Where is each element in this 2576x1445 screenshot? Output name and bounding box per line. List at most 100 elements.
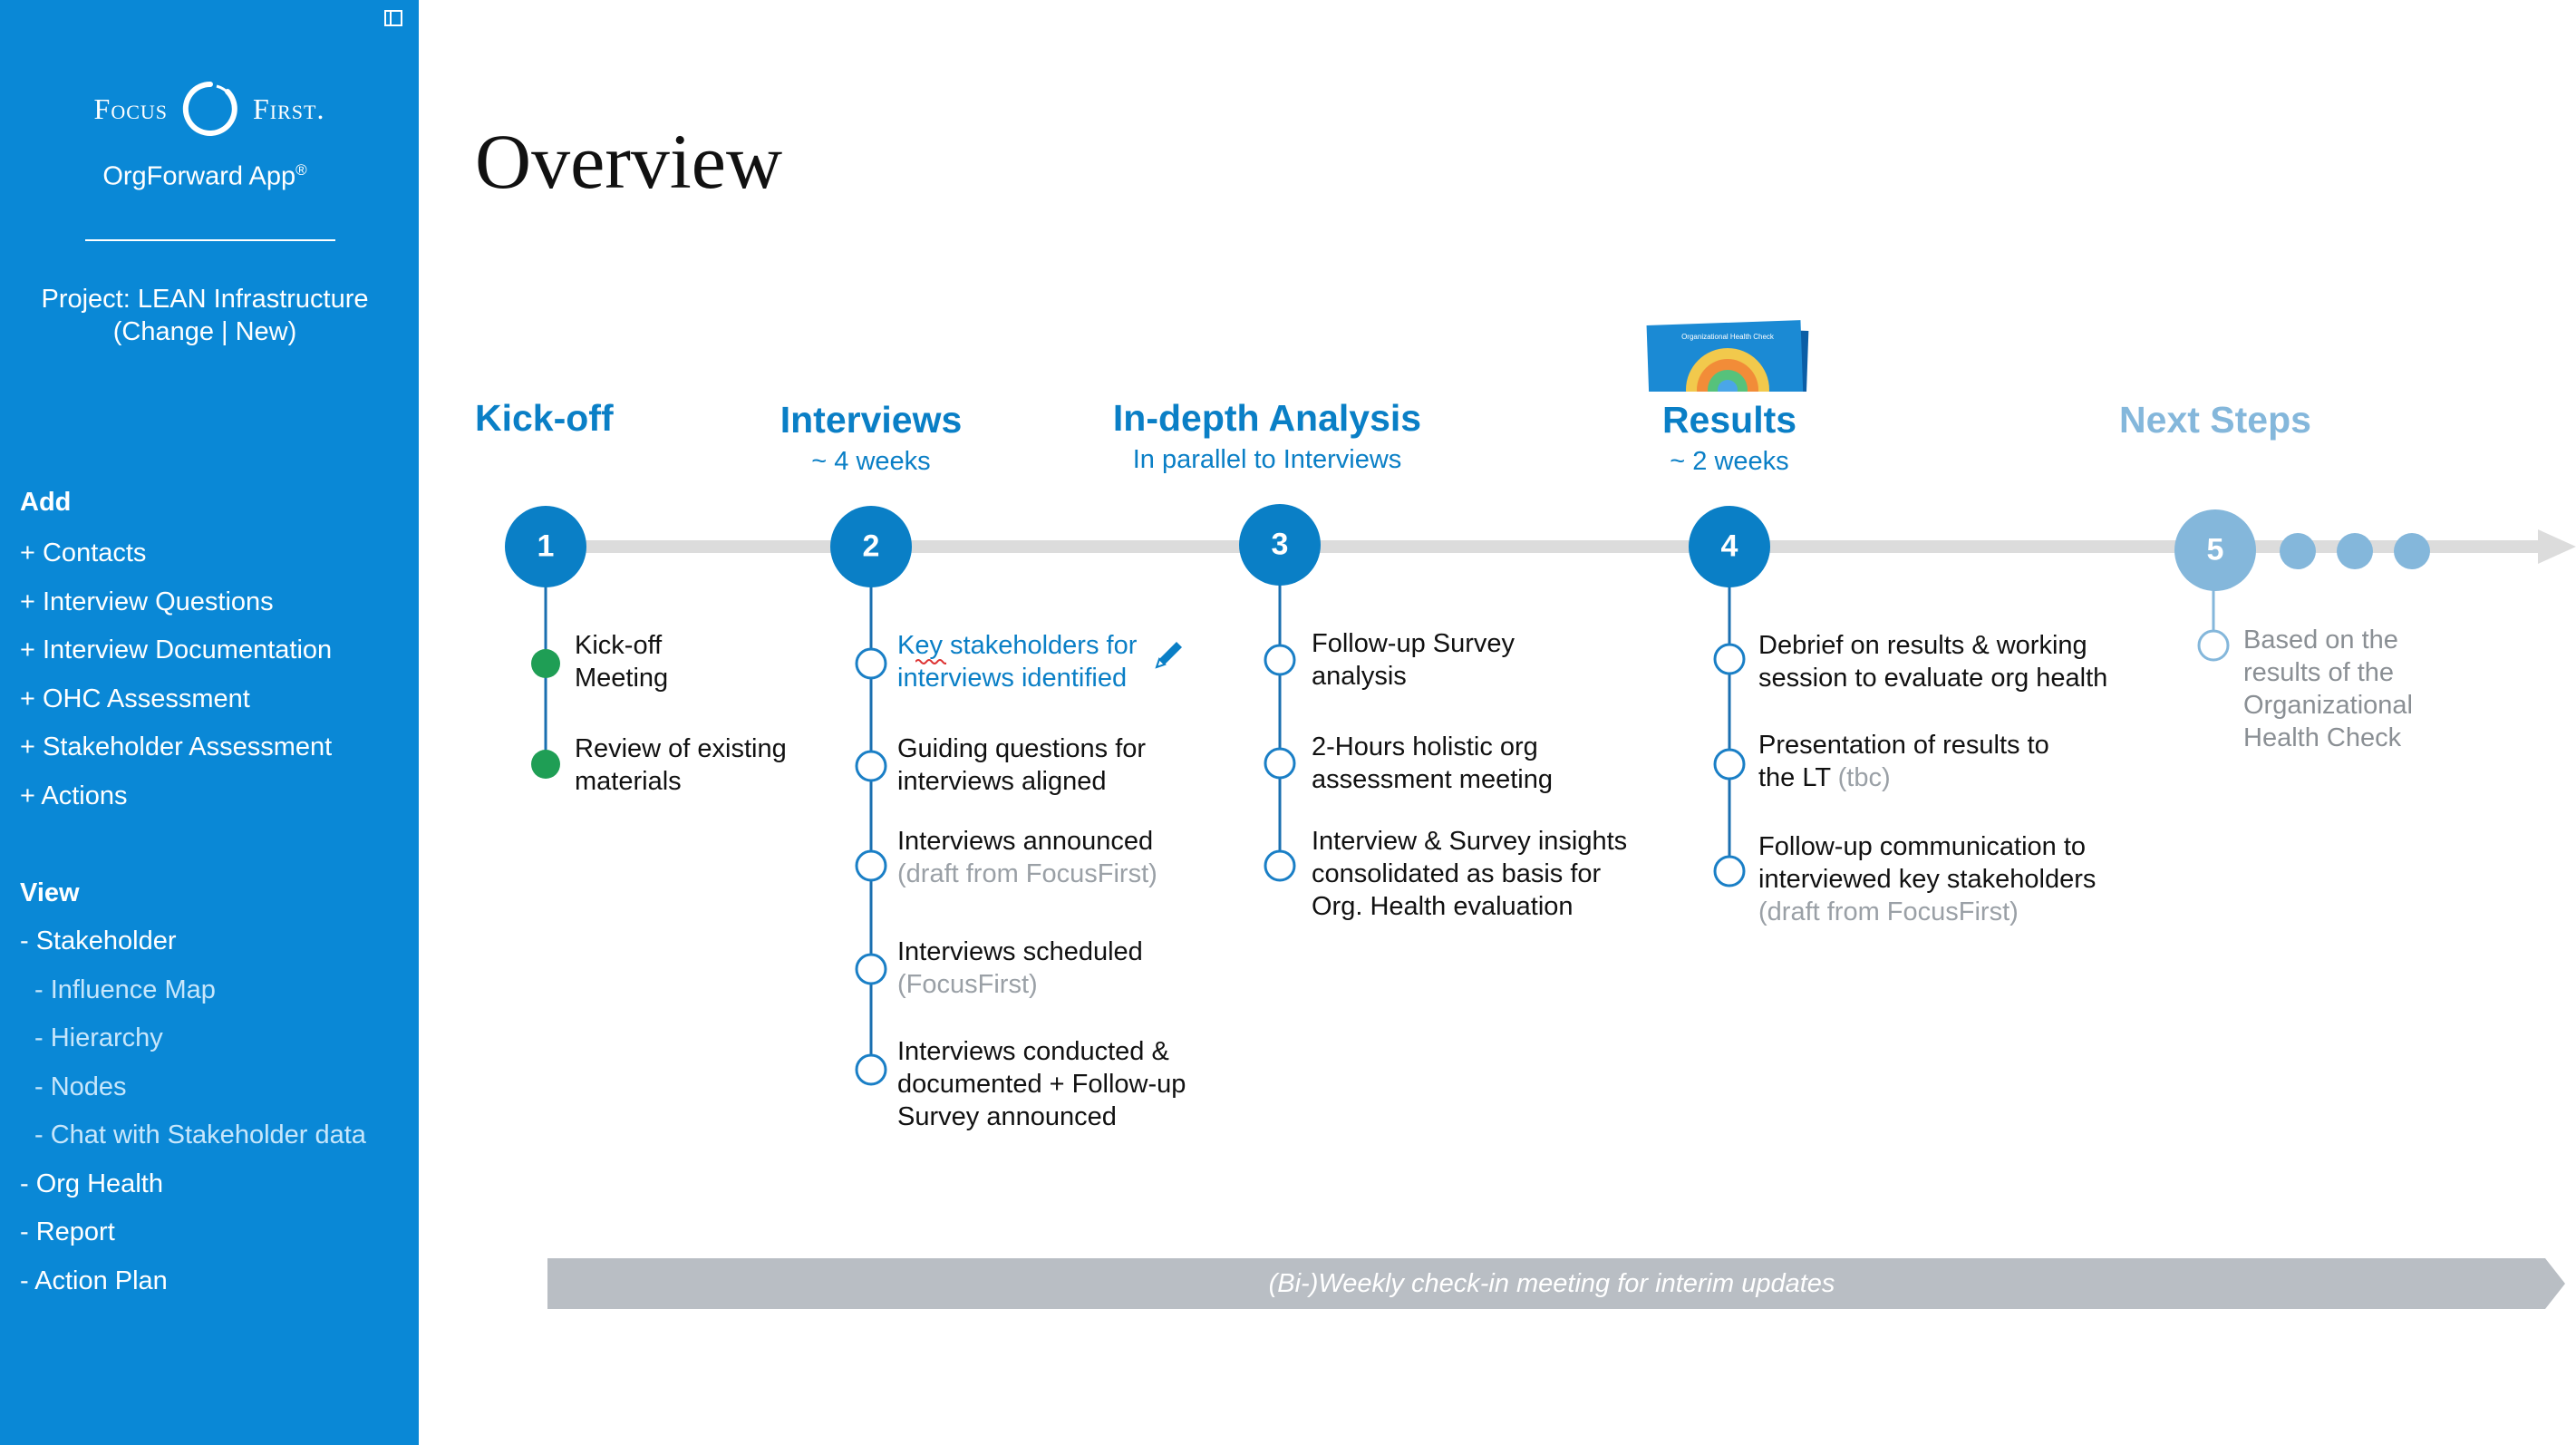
task-line: Interviews conducted & [897,1037,1169,1066]
task-open-circle[interactable] [1264,644,1296,676]
task-open-circle[interactable] [2197,629,2230,662]
task-line: analysis [1312,662,1407,691]
logo-ring-icon [182,81,237,136]
view-stakeholder-link[interactable]: - Stakeholder [20,926,177,955]
add-actions-link[interactable]: + Actions [20,781,128,810]
collapse-sidebar-icon[interactable] [383,7,404,29]
view-heading: View [20,878,80,907]
task-debrief-results: Debrief on results & working session to … [1758,629,2107,694]
view-chat-stakeholder-link[interactable]: - Chat with Stakeholder data [34,1120,366,1149]
task-done-dot[interactable] [531,750,560,779]
task-open-circle[interactable] [855,953,887,985]
task-line: Debrief on results & working [1758,631,2087,660]
app-name: OrgForward App® [0,161,410,192]
step-5-circle [2174,509,2256,591]
report-thumbnail-caption: Organizational Health Check [1681,333,1775,341]
task-interviews-announced: Interviews announced (draft from FocusFi… [897,825,1157,890]
task-note: (draft from FocusFirst) [1758,897,2019,926]
continuation-dot [2337,533,2373,569]
task-interviews-conducted: Interviews conducted & documented + Foll… [897,1035,1186,1133]
task-open-circle[interactable] [1713,855,1746,887]
task-line: Interview & Survey insights [1312,827,1628,856]
add-interview-documentation-link[interactable]: + Interview Documentation [20,635,333,664]
add-menu: + Contacts + Interview Questions + Inter… [20,529,332,820]
phase-subtitle-results: ~ 2 weeks [1670,447,1789,476]
view-menu: - Stakeholder - Influence Map - Hierarch… [20,917,366,1305]
task-line: documented + Follow-up [897,1070,1186,1099]
phase-title-next-steps: Next Steps [2119,399,2311,441]
task-line: Meeting [575,664,669,693]
step-2-circle [830,506,912,587]
logo-text-right: First. [253,92,325,125]
task-open-circle[interactable] [855,1053,887,1086]
task-note: (draft from FocusFirst) [897,859,1157,888]
phase-title-interviews: Interviews [780,399,963,441]
view-report-link[interactable]: - Report [20,1217,115,1246]
project-line-1: Project: LEAN Infrastructure [41,285,369,314]
view-hierarchy-link[interactable]: - Hierarchy [34,1023,163,1052]
add-interview-questions-link[interactable]: + Interview Questions [20,587,274,616]
phase-title-kickoff: Kick-off [475,397,614,439]
add-contacts-link[interactable]: + Contacts [20,538,147,567]
task-line: interviews identified [897,664,1128,693]
task-open-circle[interactable] [1264,747,1296,780]
task-assessment-meeting: 2-Hours holistic org assessment meeting [1312,731,1553,796]
task-line: Kick-off [575,631,663,660]
task-line: Presentation of results to [1758,731,2049,760]
view-nodes-link[interactable]: - Nodes [34,1072,127,1101]
task-line: Organizational [2243,691,2413,720]
task-line: Interviews announced [897,827,1154,856]
checkin-banner-arrow [547,1258,2565,1309]
view-influence-map-link[interactable]: - Influence Map [34,975,216,1004]
task-key-stakeholders[interactable]: Key stakeholders for interviews identifi… [897,629,1137,694]
add-stakeholder-assessment-link[interactable]: + Stakeholder Assessment [20,732,333,761]
task-line: interviewed key stakeholders [1758,865,2097,894]
task-followup-communication: Follow-up communication to interviewed k… [1758,830,2096,928]
task-line: materials [575,767,682,796]
view-org-health-link[interactable]: - Org Health [20,1169,163,1198]
continuation-dot [2394,533,2430,569]
sidebar-divider [85,239,335,241]
task-line: Based on the [2243,626,2398,655]
task-open-circle[interactable] [855,647,887,680]
step-3-number: 3 [1271,527,1289,562]
project-name: Project: LEAN Infrastructure (Change | N… [0,283,410,348]
checkin-banner-text: (Bi-)Weekly check-in meeting for interim… [1268,1269,1835,1298]
task-open-circle[interactable] [1264,849,1296,882]
view-action-plan-link[interactable]: - Action Plan [20,1266,168,1295]
add-ohc-assessment-link[interactable]: + OHC Assessment [20,684,250,713]
focusfirst-logo: Focus First. [0,73,419,145]
task-open-circle[interactable] [855,750,887,782]
pencil-edit-icon[interactable] [1149,635,1189,674]
task-line: interviews aligned [897,767,1107,796]
task-review-materials: Review of existing materials [575,732,787,798]
task-next-steps: Based on the results of the Organization… [2243,624,2413,754]
timeline-track [546,540,2538,553]
task-open-circle[interactable] [855,849,887,882]
task-line: Key stakeholders for [897,631,1138,660]
step-1-circle [505,506,586,587]
step-4-number: 4 [1720,529,1738,564]
phase-title-analysis: In-depth Analysis [1112,397,1422,439]
app-name-text: OrgForward App [102,161,296,191]
phase-title-results: Results [1661,399,1797,441]
step-5-number: 5 [2206,532,2224,567]
spellcheck-underline [915,659,946,664]
task-open-circle[interactable] [1713,748,1746,781]
task-done-dot[interactable] [531,649,560,678]
task-line: the LT [1758,763,1838,792]
task-line: Org. Health evaluation [1312,892,1574,921]
task-line: assessment meeting [1312,765,1553,794]
task-line: Interviews scheduled [897,937,1143,966]
task-line: 2-Hours holistic org [1312,732,1538,761]
page-title: Overview [475,118,783,205]
logo-text-left: Focus [93,92,168,125]
timeline-arrowhead [2538,529,2576,564]
task-note: (FocusFirst) [897,970,1038,999]
task-line: consolidated as basis for [1312,859,1602,888]
task-guiding-questions: Guiding questions for interviews aligned [897,732,1146,798]
task-line: Follow-up Survey [1312,629,1516,658]
project-line-2: (Change | New) [112,317,297,346]
task-open-circle[interactable] [1713,643,1746,675]
